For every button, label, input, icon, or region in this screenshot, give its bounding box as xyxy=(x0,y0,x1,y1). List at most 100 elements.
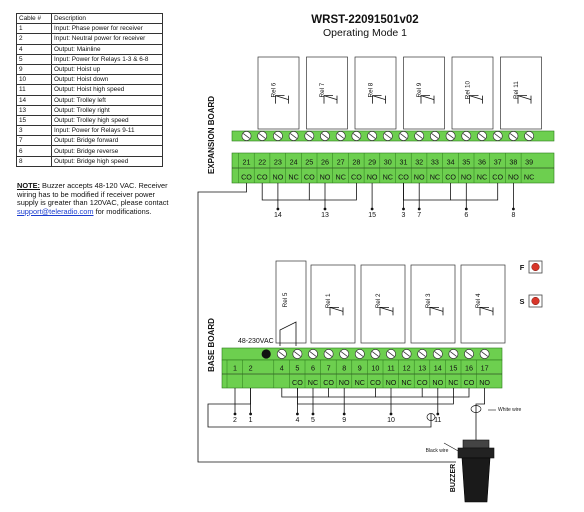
terminal-function: NC xyxy=(401,378,411,387)
terminal-number: 1 xyxy=(233,364,237,373)
base-cable-label: 11 xyxy=(434,417,441,424)
terminal-function: CO xyxy=(257,173,268,182)
terminal-number: 25 xyxy=(305,158,313,167)
terminal-function: NO xyxy=(508,173,519,182)
led-label: F xyxy=(520,263,525,272)
terminal-function: CO xyxy=(445,173,456,182)
terminal-function: NO xyxy=(320,173,331,182)
terminal-number: 10 xyxy=(371,364,379,373)
cable-terminal-dot xyxy=(436,412,440,416)
terminal-function: NO xyxy=(386,378,397,387)
base-cable-label: 9 xyxy=(342,417,346,424)
base-screw-slot xyxy=(387,351,395,357)
white-wire-label: White wire xyxy=(498,407,522,413)
expansion-screw-slot xyxy=(415,133,423,139)
relay-box xyxy=(310,264,356,344)
wire-marker xyxy=(426,413,436,421)
base-screw-slot xyxy=(418,351,426,357)
white-wire xyxy=(475,388,486,440)
expansion-cable-label: 14 xyxy=(274,212,282,219)
buzzer-flange xyxy=(457,447,495,459)
relay-contact xyxy=(429,306,444,312)
co-common-wire xyxy=(197,183,456,463)
base-screw-slot xyxy=(403,351,411,357)
expansion-screw-strip xyxy=(231,130,555,142)
terminal-number: 15 xyxy=(449,364,457,373)
terminal-number: 34 xyxy=(447,158,455,167)
expansion-cable-label: 8 xyxy=(511,212,515,219)
voltage-label: 48-230VAC xyxy=(238,338,274,345)
base-screw-slot xyxy=(465,351,473,357)
terminal-number: 17 xyxy=(481,364,489,373)
led-light xyxy=(531,296,540,306)
cable-terminal-dot xyxy=(402,207,405,211)
expansion-screw-slot xyxy=(447,133,455,139)
terminal-number: 29 xyxy=(368,158,376,167)
expansion-screw-slot xyxy=(258,133,266,139)
terminal-number: 9 xyxy=(358,364,362,373)
cable-terminal-dot xyxy=(342,412,346,416)
terminal-number: 39 xyxy=(525,158,533,167)
terminal-number: 31 xyxy=(400,158,408,167)
support-email-link[interactable]: support@teleradio.com xyxy=(17,206,94,216)
relay-label: Rel 2 xyxy=(375,293,382,308)
terminal-function: NC xyxy=(448,378,458,387)
expansion-screw-slot xyxy=(525,133,533,139)
cable-terminal-dot xyxy=(311,412,315,416)
terminal-number: 21 xyxy=(243,158,251,167)
relay-label: Rel 8 xyxy=(368,82,375,97)
relay-contact xyxy=(517,95,532,101)
cable-description-cell: Output: Bridge high speed xyxy=(51,155,163,167)
base-screw-slot xyxy=(434,351,442,357)
terminal-function: NO xyxy=(432,378,443,387)
terminal-function: CO xyxy=(492,173,503,182)
expansion-cable-label: 7 xyxy=(417,212,421,219)
base-screw-slot xyxy=(325,351,333,357)
expansion-screw-slot xyxy=(274,133,282,139)
expansion-cable-label: 6 xyxy=(464,212,468,219)
terminal-number: 26 xyxy=(321,158,329,167)
relay-contact xyxy=(323,95,338,101)
terminal-number: 2 xyxy=(249,364,253,373)
terminal-number: 22 xyxy=(258,158,266,167)
expansion-screw-slot xyxy=(384,133,392,139)
neutral-wire xyxy=(207,388,432,428)
base-screw-slot xyxy=(278,351,286,357)
expansion-board-label: EXPANSION BOARD xyxy=(207,96,216,174)
expansion-screw-slot xyxy=(431,133,439,139)
terminal-function: NC xyxy=(430,173,440,182)
cable-terminal-dot xyxy=(296,412,299,416)
terminal-function: NO xyxy=(479,378,490,387)
expansion-screw-slot xyxy=(368,133,376,139)
terminal-number: 35 xyxy=(462,158,470,167)
base-screw-slot xyxy=(371,351,379,357)
co-jumper-wire xyxy=(328,388,376,398)
expansion-cable-label: 3 xyxy=(402,212,406,219)
expansion-screw-slot xyxy=(352,133,360,139)
terminal-function: NO xyxy=(367,173,378,182)
relay-contact xyxy=(469,95,483,101)
diagram-title-block: WRST-22091501v02 Operating Mode 1 xyxy=(290,14,440,39)
led-label: S xyxy=(519,297,524,306)
terminal-function: CO xyxy=(417,378,428,387)
terminal-function: CO xyxy=(304,173,315,182)
terminal-function: NC xyxy=(308,378,318,387)
terminal-function: NC xyxy=(336,173,346,182)
cable-terminal-dot xyxy=(464,207,468,211)
terminal-number: 5 xyxy=(295,364,299,373)
expansion-cable-label: 13 xyxy=(321,212,329,219)
wire-marker xyxy=(470,405,482,413)
terminal-number: 30 xyxy=(384,158,392,167)
expansion-screw-slot xyxy=(478,133,486,139)
co-jumper-wire xyxy=(281,388,330,398)
relay-box xyxy=(410,264,456,344)
terminal-function: CO xyxy=(323,378,334,387)
base-screw-slot xyxy=(449,351,457,357)
buzzer-note: NOTE: Buzzer accepts 48-120 VAC. Receive… xyxy=(17,181,177,216)
power-feed-wire xyxy=(296,388,454,405)
base-cable-label: 1 xyxy=(249,417,253,424)
relay-contact xyxy=(379,306,394,312)
terminal-number: 11 xyxy=(387,364,394,373)
